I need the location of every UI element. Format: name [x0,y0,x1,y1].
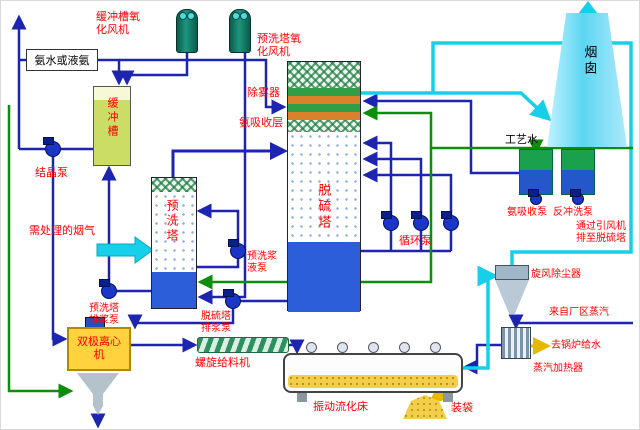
cyclone-label: 旋风除尘器 [531,269,581,280]
vibrating-fluidized-bed [283,353,463,393]
pipe-prewash-slurry-return [196,203,240,243]
prewash-oxidation-fan [229,9,251,53]
prewash-tower-label: 预洗塔 [165,199,180,244]
prewash-fan-label: 预洗塔氧化风机 [257,32,301,58]
pipe-circulation-discharge-3 [362,167,453,215]
pipe-desulf-discharge-to-centrifuge [127,309,235,330]
bed-port-5 [430,342,441,353]
pipe-heater-to-bed [462,343,501,375]
ammonia-source-label: 氨水或液氨 [34,54,90,67]
prewash-discharge-pump-label: 预洗塔排浆泵 [89,303,119,326]
buffer-tank [93,86,131,166]
pipe-ammonia-to-buffer [98,58,127,86]
cyclone-cone [495,280,529,314]
duct-tower-to-chimney [361,91,552,122]
pipe-buffer-fan-air [119,53,189,86]
tower-liquid-zone [288,242,360,312]
steam-heater [501,327,531,359]
circulation-pump-icon-2 [411,211,429,231]
bed-leg-left [297,393,307,402]
pipe-process-water-to-tower [362,105,433,148]
ammonia-absorption-pump-label: 氨吸收泵 [507,207,547,218]
ammonia-absorption-layer-label: 氨吸收层 [239,116,283,129]
bed-port-4 [399,342,410,353]
crystallization-pump-label: 结晶泵 [35,166,68,179]
prewash-spray-zone [152,192,196,272]
backwash-pump-label: 反冲洗泵 [553,207,593,218]
desulf-discharge-pump-label: 脱硫塔排浆泵 [201,311,231,334]
bed-port-2 [337,342,348,353]
pipe-circulation-suction [361,231,453,253]
absorption-band-4 [288,112,360,120]
duct-prewash-to-tower [171,142,288,177]
centrifuge: 双极离心机 [67,327,131,371]
id-fan-note-label: 通过引风机排至脱硫塔 [576,221,626,244]
prewash-slurry-pump-label: 预洗浆液泵 [247,251,277,274]
bed-port-1 [306,342,317,353]
buffer-fan-label: 缓冲槽氧化风机 [96,10,140,36]
pipe-prewash-slurry-suction [197,259,240,269]
pipe-feeder-to-bed [289,339,305,355]
pipe-steam-supply [508,314,633,330]
desulfurization-tower [287,61,361,312]
circulation-pump-icon-1 [381,211,399,231]
prewash-discharge-pump-icon [99,279,117,299]
steam-from-plant-label: 来自厂区蒸汽 [549,307,609,318]
to-boiler-feedwater-label: 去锅炉给水 [551,340,601,351]
absorption-packing [288,120,360,132]
product-layer [288,375,458,388]
pipe-ammonia-to-tower [119,58,287,115]
tower-spray-zone [288,132,360,242]
bed-port-3 [368,342,379,353]
prewash-tower [151,177,197,309]
flue-gas-inlet-arrow [96,236,154,264]
prewash-slurry-pump-icon [228,239,246,259]
absorption-band-1 [288,88,360,96]
pipe-crystal-pump-to-centrifuge [51,157,68,347]
process-water-label: 工艺水 [505,133,538,146]
bagging-label: 装袋 [451,401,473,414]
demister-layer [288,62,360,88]
pipe-absorption-feed [362,93,519,175]
prewash-packing-layer [152,178,196,192]
screw-feeder [197,337,289,353]
flue-gas-inlet-label: 需处理的烟气 [29,224,95,237]
pipe-left-edge-drain [7,105,74,399]
circulation-pump-icon-3 [441,211,459,231]
pipe-circulation-discharge-2 [362,151,423,215]
duct-bed-to-cyclone [463,265,499,370]
steam-heater-label: 蒸汽加热器 [533,363,583,374]
circulation-pump-label: 循环泵 [399,234,432,247]
ammonia-source-box: 氨水或液氨 [26,49,98,71]
desulf-discharge-pump-icon [223,289,241,309]
ammonia-absorption-pump-icon [528,189,542,205]
prewash-liquid-zone [152,272,196,308]
absorption-band-2 [288,96,360,104]
cyclone-dust-collector [495,265,529,314]
buffer-tank-label: 缓冲槽 [105,97,119,139]
screw-feeder-label: 螺旋给料机 [195,356,250,369]
cyclone-body [495,265,529,280]
fluidized-bed-label: 振动流化床 [313,400,368,413]
chimney-label: 烟囱 [581,45,597,77]
backwash-pump-icon [570,189,584,205]
buffer-oxidation-fan [176,9,198,53]
demister-label: 除雾器 [247,86,280,99]
chimney-exit-arrow [578,1,598,14]
desulfurization-tower-label: 脱硫塔 [315,183,331,231]
absorption-band-3 [288,104,360,112]
pipe-prewash-fan-air [197,53,247,305]
crystallization-pump-icon [43,137,61,157]
centrifuge-label: 双极离心机 [77,335,121,361]
pipe-circulation-discharge-1 [362,135,393,215]
